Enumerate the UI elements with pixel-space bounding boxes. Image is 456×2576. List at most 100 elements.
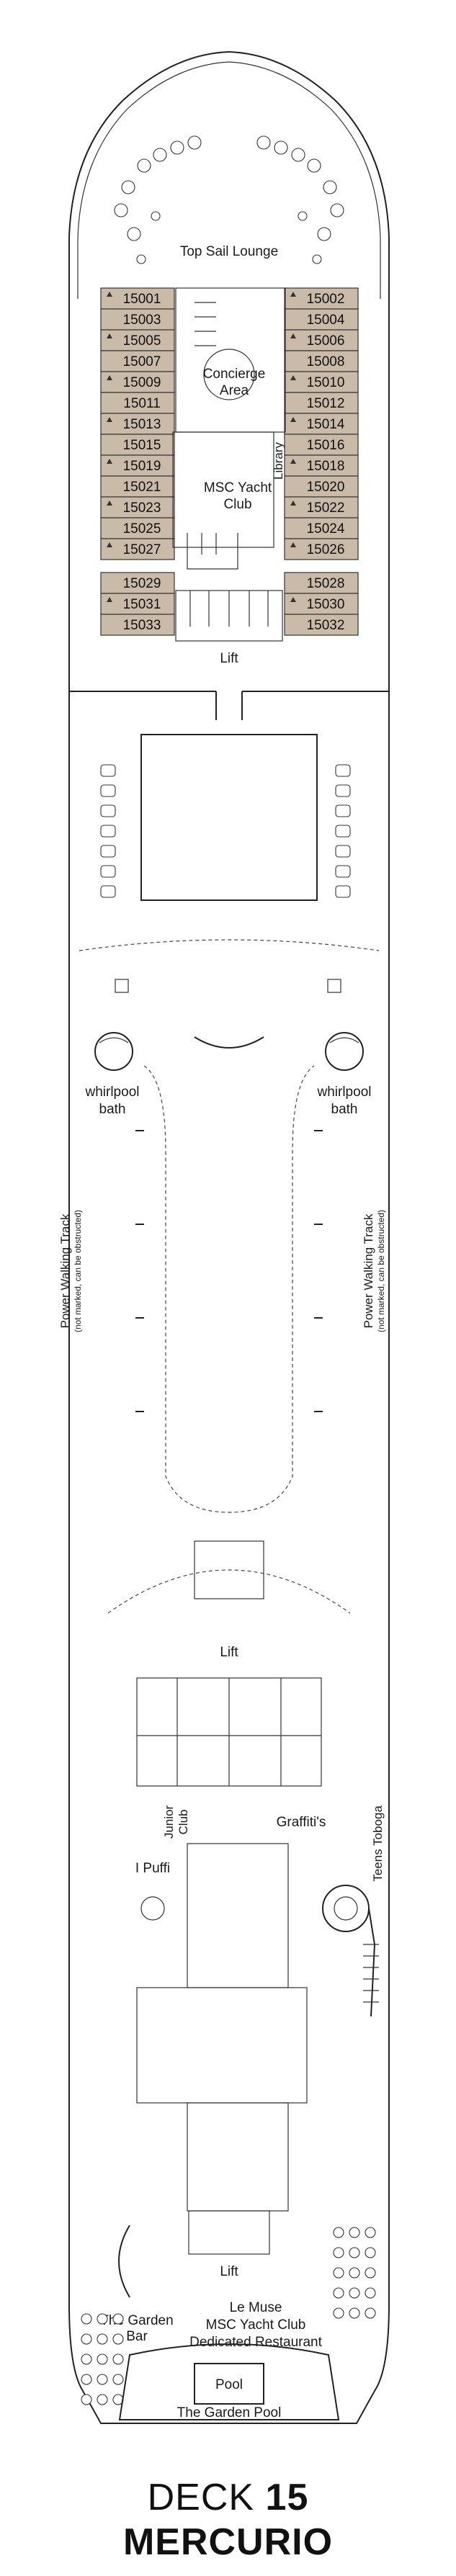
cabin-number-15029: 15029: [123, 576, 161, 591]
le-muse-tables: [81, 2227, 376, 2405]
cabin-marker-15006: [290, 333, 296, 338]
cabin-marker-15014: [290, 417, 296, 422]
deck-post-left: [115, 979, 129, 993]
table: [349, 2247, 360, 2258]
table: [112, 2313, 124, 2325]
cabin-number-15006: 15006: [307, 333, 345, 349]
sun-lounger: [335, 764, 351, 777]
aft-block-1: [187, 1843, 289, 1988]
table: [349, 2287, 360, 2299]
le-muse-label-3: Dedicated Restaurant: [189, 2335, 322, 2350]
cabin-number-15003: 15003: [123, 313, 161, 328]
aft-block-3: [187, 2102, 289, 2212]
cabin-number-15001: 15001: [123, 292, 161, 307]
aft-lift-label: Lift: [220, 2264, 238, 2279]
midship-partitions: [137, 1678, 321, 1786]
yacht-club-label-1: MSC Yacht: [204, 480, 272, 495]
deck-number: 15: [265, 2477, 309, 2518]
garden-pool-label: The Garden Pool: [177, 2405, 282, 2420]
table: [365, 2287, 376, 2299]
cabin-marker-15010: [290, 375, 296, 380]
whirlpool-left: [94, 1032, 133, 1071]
cabins-left: 1500115003150051500715009150111501315015…: [100, 287, 175, 636]
cabin-number-15033: 15033: [123, 618, 161, 633]
sun-lounger: [100, 845, 116, 858]
teens-toboga-slide: [322, 1885, 376, 2017]
cabin-marker-15027: [107, 542, 112, 547]
cabin-15009: [100, 371, 175, 393]
table: [97, 2394, 108, 2405]
sun-lounger: [100, 885, 116, 898]
track-note-right: (not marked, can be obstructed): [376, 1210, 386, 1332]
cabin-marker-15005: [107, 333, 112, 338]
table: [81, 2333, 92, 2345]
cabin-number-15004: 15004: [307, 313, 345, 328]
concierge-label-1: Concierge: [203, 367, 266, 382]
deck-label: DECK: [147, 2477, 255, 2518]
cabin-15002: [284, 287, 359, 310]
cabin-number-15016: 15016: [307, 438, 345, 453]
cabin-number-15011: 15011: [123, 396, 160, 411]
cabin-marker-15001: [107, 292, 112, 297]
cabin-15003: [100, 308, 175, 331]
table: [112, 2374, 124, 2385]
table: [365, 2307, 376, 2319]
table: [81, 2353, 92, 2365]
cabin-number-15002: 15002: [307, 292, 345, 307]
cabin-15030: [284, 593, 359, 615]
table: [333, 2267, 344, 2279]
table: [112, 2353, 124, 2365]
cabin-15020: [284, 475, 359, 498]
midship-dome: [107, 1569, 351, 1614]
cabin-15007: [100, 350, 175, 372]
cabin-number-15015: 15015: [123, 438, 161, 453]
aft-lift-bank: [188, 2210, 270, 2255]
table: [365, 2267, 376, 2279]
pool: [194, 2363, 264, 2405]
cabin-number-15027: 15027: [123, 542, 161, 557]
table: [81, 2394, 92, 2405]
table: [365, 2227, 376, 2238]
table: [365, 2247, 376, 2258]
cabin-15033: [100, 614, 175, 636]
concierge-desk: [203, 349, 255, 400]
cabin-marker-15031: [107, 597, 112, 602]
table: [81, 2313, 92, 2325]
table: [349, 2267, 360, 2279]
library-label: Library: [272, 442, 285, 480]
cabin-marker-15026: [290, 542, 296, 547]
sun-lounger: [100, 804, 116, 817]
sun-lounger: [335, 804, 351, 817]
cabin-marker-15002: [290, 292, 296, 297]
yacht-club-label-2: Club: [223, 497, 251, 512]
table: [112, 2333, 124, 2345]
cabins-right: 1500215004150061500815010150121501415016…: [284, 287, 359, 636]
upper-deck-boundary: [69, 691, 389, 720]
le-muse-label-1: Le Muse: [230, 2300, 282, 2315]
cabin-15026: [284, 538, 359, 560]
top-sail-lounge-furniture: [114, 135, 344, 264]
cabin-15032: [284, 614, 359, 636]
cabin-marker-15022: [290, 501, 296, 506]
central-pool-deck: [140, 734, 318, 901]
cabin-15013: [100, 413, 175, 435]
table: [97, 2313, 108, 2325]
table: [349, 2227, 360, 2238]
cabin-number-15018: 15018: [307, 459, 345, 474]
hull-outline: [68, 50, 390, 2424]
deck-title: DECK 15: [0, 2476, 456, 2519]
forward-lift-shafts: [189, 591, 269, 627]
bow-inner-rail: [77, 61, 381, 299]
garden-bar-counter: [118, 2225, 130, 2298]
pool-label: Pool: [215, 2377, 243, 2392]
cabin-15011: [100, 392, 175, 414]
table: [333, 2227, 344, 2238]
cabin-number-15031: 15031: [123, 597, 161, 612]
cabin-number-15019: 15019: [123, 459, 161, 474]
junior-club-label-2: Club: [176, 1810, 190, 1835]
i-puffi-play: [140, 1896, 165, 1921]
sun-lounger: [100, 784, 116, 797]
cabin-15022: [284, 496, 359, 519]
cabin-number-15012: 15012: [307, 396, 345, 411]
